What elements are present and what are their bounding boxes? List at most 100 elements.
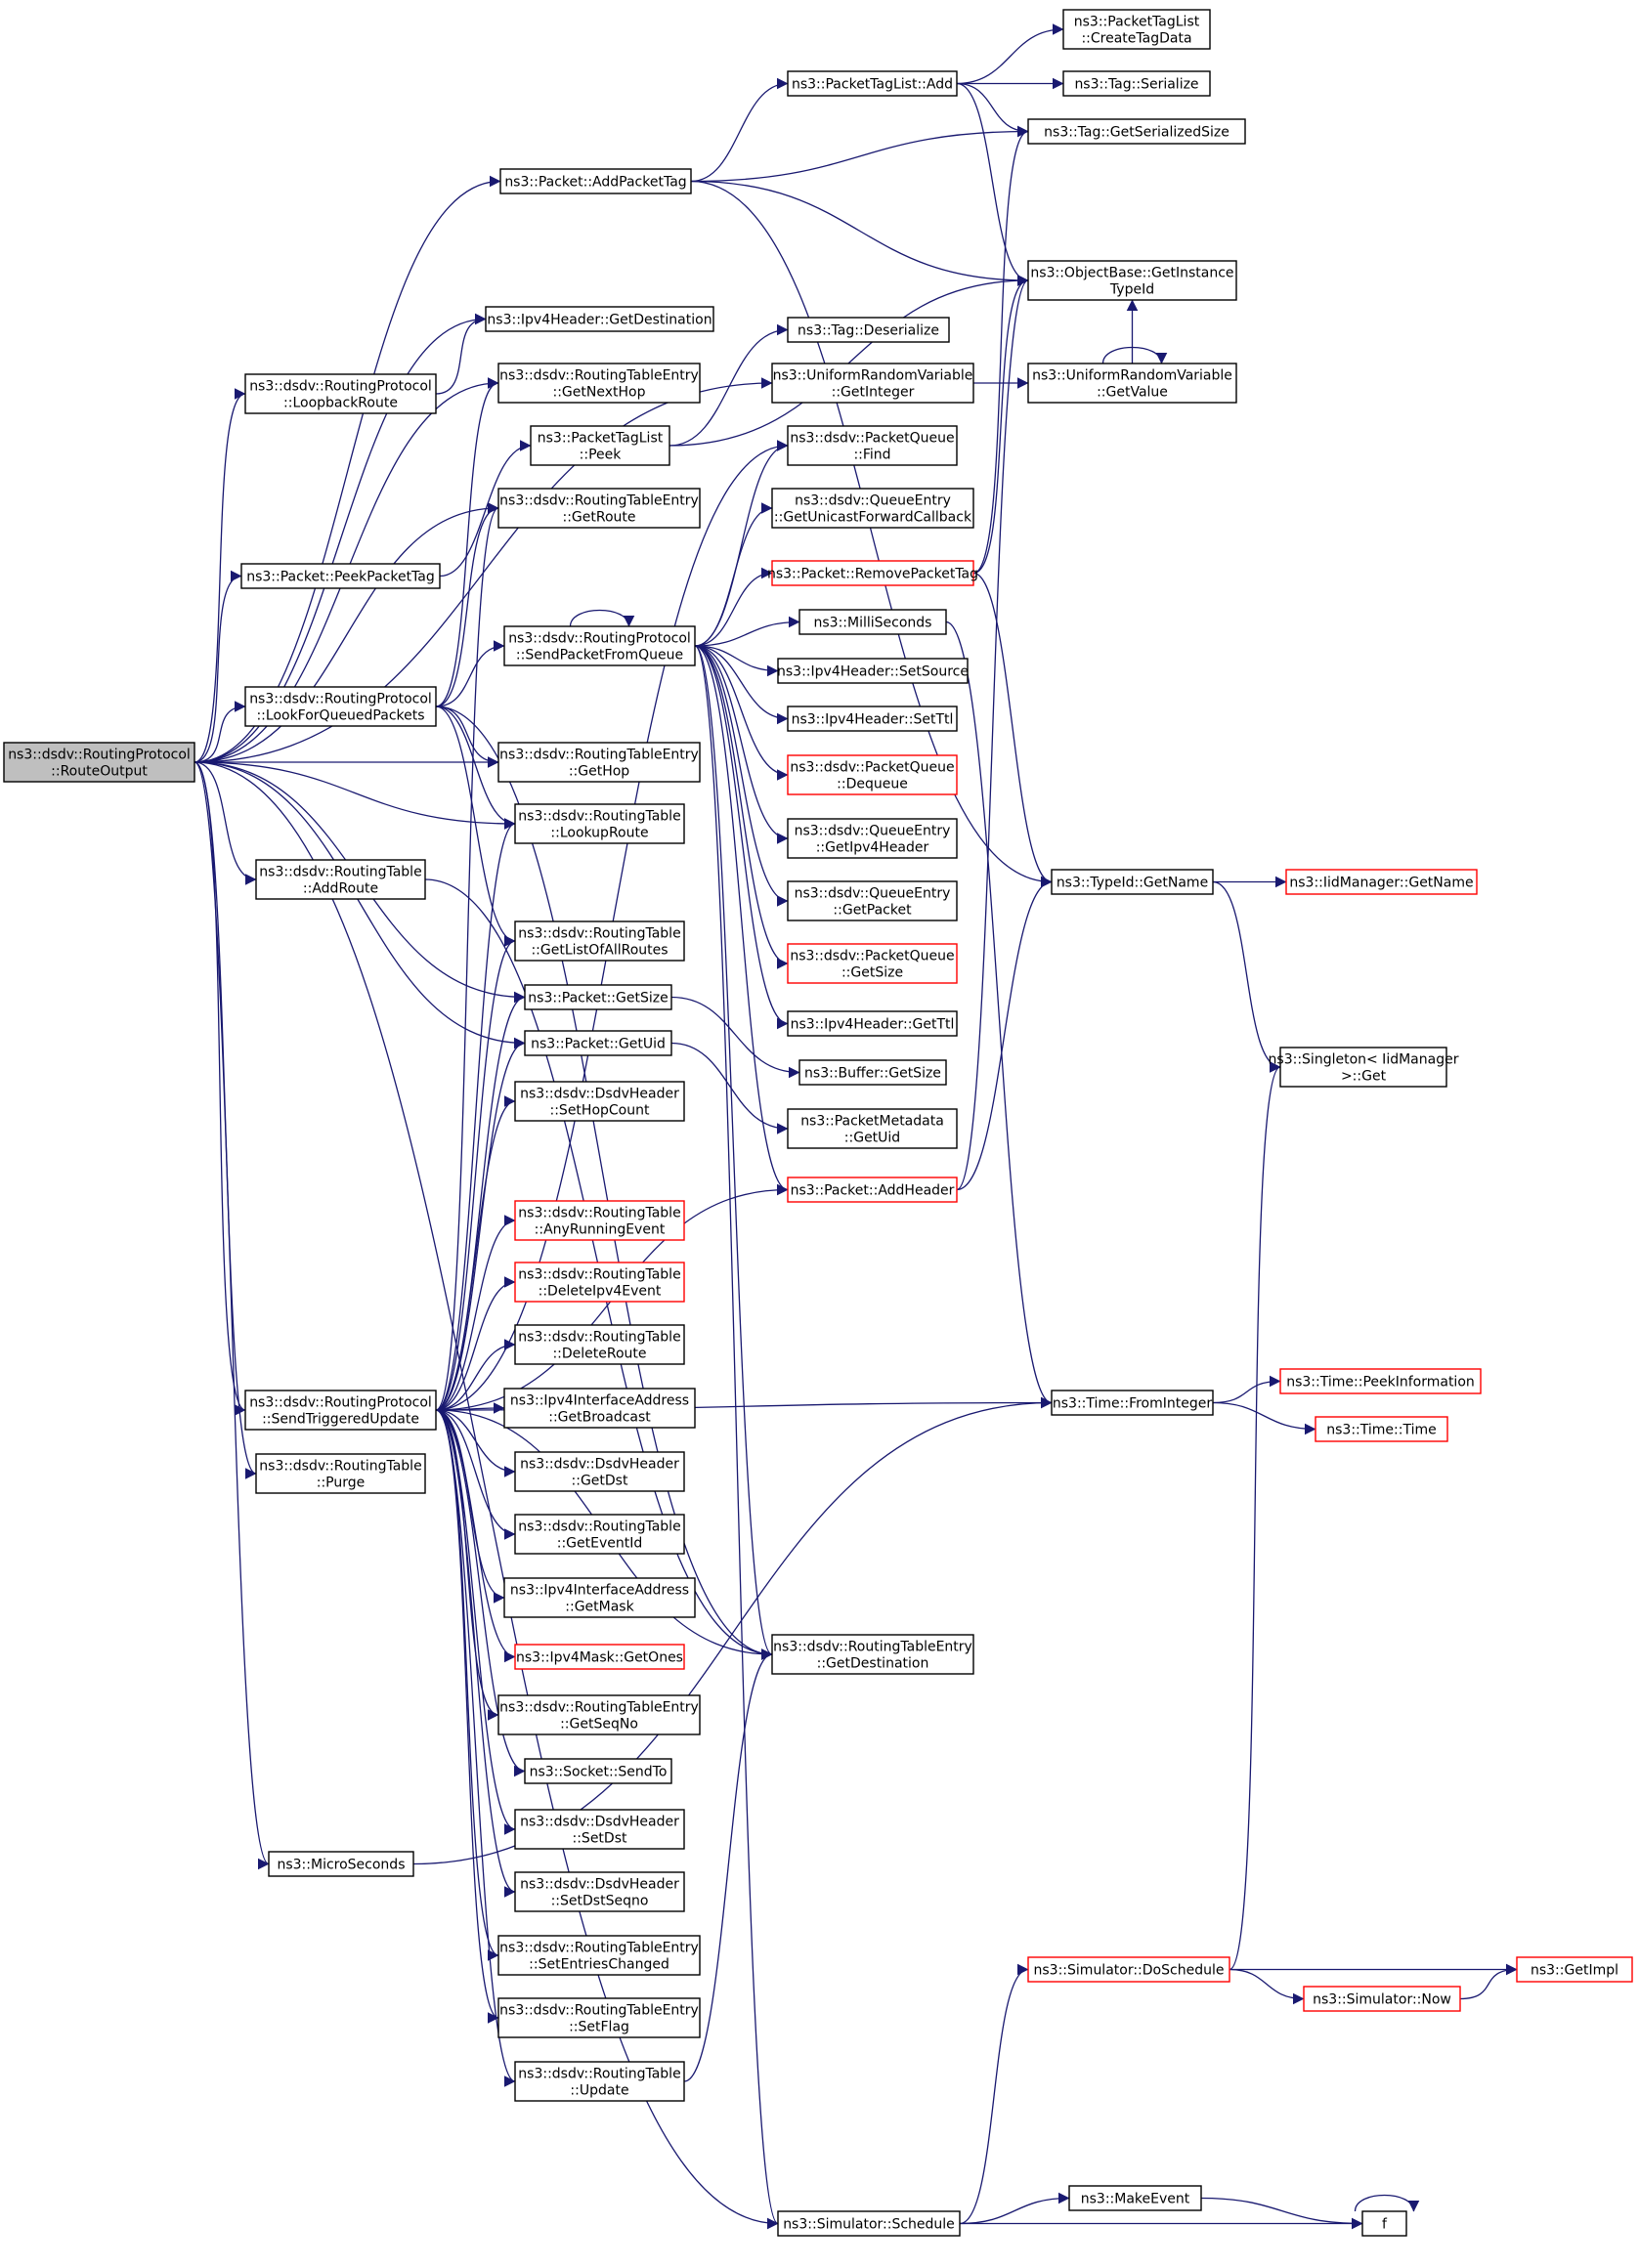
node-get-ipv4-header[interactable]: ns3::dsdv::QueueEntry::GetIpv4Header: [787, 818, 958, 859]
node-label: ns3::Packet::PeekPacketTag: [246, 570, 435, 585]
node-get-ones[interactable]: ns3::Ipv4Mask::GetOnes: [514, 1644, 685, 1670]
node-box: [787, 706, 958, 732]
node-f[interactable]: f: [1361, 2210, 1407, 2237]
edge-f-to-f: [1354, 2194, 1420, 2212]
node-get-destination4[interactable]: ns3::Ipv4Header::GetDestination: [485, 306, 714, 332]
node-singleton-get[interactable]: ns3::Singleton< IidManager >::Get: [1269, 1047, 1459, 1088]
edge-add-packet-tag-to-type-id-get-name: [690, 180, 1053, 888]
node-tag-get-serialized-size[interactable]: ns3::Tag::GetSerializedSize: [1027, 118, 1246, 145]
node-rteget-destination[interactable]: ns3::dsdv::RoutingTableEntry::GetDestina…: [771, 1634, 974, 1675]
node-box: [514, 1809, 685, 1850]
node-add-header[interactable]: ns3::Packet::AddHeader: [787, 1177, 958, 1203]
node-create-tag-data[interactable]: ns3::PacketTagList::CreateTagData: [1062, 9, 1211, 50]
node-dequeue[interactable]: ns3::dsdv::PacketQueue::Dequeue: [787, 754, 958, 795]
node-type-id-get-name[interactable]: ns3::TypeId::GetName: [1051, 869, 1214, 895]
node-set-dst-seqno[interactable]: ns3::dsdv::DsdvHeader::SetDstSeqno: [514, 1871, 685, 1912]
node-get-size[interactable]: ns3::Packet::GetSize: [524, 984, 672, 1010]
node-remove-packet-tag[interactable]: ns3::Packet::RemovePacketTag: [767, 560, 978, 586]
node-schedule[interactable]: ns3::Simulator::Schedule: [777, 2210, 961, 2237]
node-time-time[interactable]: ns3::Time::Time: [1315, 1416, 1448, 1442]
node-from-integer[interactable]: ns3::Time::FromInteger: [1051, 1390, 1214, 1416]
node-micro-seconds[interactable]: ns3::MicroSeconds: [268, 1851, 414, 1877]
node-label: ns3::dsdv::QueueEntry: [795, 493, 951, 509]
edge-send-triggered-to-update: [435, 1409, 516, 2087]
node-peek-information[interactable]: ns3::Time::PeekInformation: [1279, 1368, 1482, 1394]
edge-schedule-to-do-schedule: [959, 1963, 1029, 2225]
node-get-ttl[interactable]: ns3::Ipv4Header::GetTtl: [787, 1010, 958, 1037]
node-update[interactable]: ns3::dsdv::RoutingTable::Update: [514, 2061, 685, 2102]
node-lookup-route[interactable]: ns3::dsdv::RoutingTable::LookupRoute: [514, 803, 685, 844]
node-send-from-queue[interactable]: ns3::dsdv::RoutingProtocol::SendPacketFr…: [503, 625, 696, 666]
node-get-next-hop[interactable]: ns3::dsdv::RoutingTableEntry::GetNextHop: [497, 363, 701, 404]
node-box: [1068, 2185, 1202, 2211]
node-send-triggered[interactable]: ns3::dsdv::RoutingProtocol::SendTriggere…: [244, 1390, 437, 1431]
edge-send-from-queue-to-set-ttl: [694, 645, 789, 725]
node-box: [514, 1514, 685, 1555]
edge-layer: [194, 23, 1518, 2230]
node-urvget-value[interactable]: ns3::UniformRandomVariable::GetValue: [1027, 363, 1237, 404]
node-tag-deserialize[interactable]: ns3::Tag::Deserialize: [787, 317, 950, 343]
node-do-schedule[interactable]: ns3::Simulator::DoSchedule: [1027, 1956, 1230, 1983]
node-any-running[interactable]: ns3::dsdv::RoutingTable::AnyRunningEvent: [514, 1200, 685, 1241]
node-delete-route[interactable]: ns3::dsdv::RoutingTable::DeleteRoute: [514, 1324, 685, 1365]
node-loopback-route[interactable]: ns3::dsdv::RoutingProtocol::LoopbackRout…: [244, 373, 437, 414]
node-pqfind[interactable]: ns3::dsdv::PacketQueue::Find: [787, 425, 958, 466]
node-label: ns3::GetImpl: [1531, 1963, 1618, 1979]
edge-send-triggered-to-set-dst-seqno: [435, 1409, 516, 1898]
node-buf-get-size[interactable]: ns3::Buffer::GetSize: [798, 1059, 947, 1086]
node-get-unicast-fwd[interactable]: ns3::dsdv::QueueEntry::GetUnicastForward…: [771, 488, 974, 529]
node-add-packet-tag[interactable]: ns3::Packet::AddPacketTag: [499, 168, 692, 194]
node-delete-ipv4-event[interactable]: ns3::dsdv::RoutingTable::DeleteIpv4Event: [514, 1262, 685, 1303]
node-rtadd-route[interactable]: ns3::dsdv::RoutingTable::AddRoute: [255, 859, 426, 900]
node-label: ns3::Ipv4InterfaceAddress: [510, 1583, 689, 1599]
node-box: [1361, 2210, 1407, 2237]
node-milli-seconds[interactable]: ns3::MilliSeconds: [798, 609, 947, 635]
node-get-dst[interactable]: ns3::dsdv::DsdvHeader::GetDst: [514, 1451, 685, 1492]
node-get-route[interactable]: ns3::dsdv::RoutingTableEntry::GetRoute: [497, 488, 701, 529]
node-get-uid[interactable]: ns3::Packet::GetUid: [524, 1030, 672, 1056]
node-label: ::GetInteger: [832, 385, 915, 401]
node-set-flag[interactable]: ns3::dsdv::RoutingTableEntry::SetFlag: [497, 1997, 701, 2038]
node-get-broadcast[interactable]: ns3::Ipv4InterfaceAddress::GetBroadcast: [503, 1388, 696, 1429]
node-label: ::DeleteIpv4Event: [539, 1284, 662, 1300]
node-label: ::DeleteRoute: [552, 1347, 646, 1362]
node-look-for-queued[interactable]: ns3::dsdv::RoutingProtocol::LookForQueue…: [244, 686, 437, 727]
node-peek-packet-tag[interactable]: ns3::Packet::PeekPacketTag: [240, 563, 441, 589]
node-label: ns3::dsdv::DsdvHeader: [520, 1457, 679, 1473]
node-pqget-size[interactable]: ns3::dsdv::PacketQueue::GetSize: [787, 943, 958, 984]
node-pmget-uid[interactable]: ns3::PacketMetadata::GetUid: [787, 1108, 958, 1149]
node-get-impl[interactable]: ns3::GetImpl: [1516, 1956, 1633, 1983]
node-sim-now[interactable]: ns3::Simulator::Now: [1303, 1986, 1461, 2012]
node-purge[interactable]: ns3::dsdv::RoutingTable::Purge: [255, 1453, 426, 1494]
node-set-hop-count[interactable]: ns3::dsdv::DsdvHeader::SetHopCount: [514, 1081, 685, 1122]
node-get-event-id[interactable]: ns3::dsdv::RoutingTable::GetEventId: [514, 1514, 685, 1555]
node-get-mask[interactable]: ns3::Ipv4InterfaceAddress::GetMask: [503, 1577, 696, 1618]
node-set-entries-changed[interactable]: ns3::dsdv::RoutingTableEntry::SetEntries…: [497, 1935, 701, 1976]
node-box: [524, 1758, 672, 1784]
node-set-ttl[interactable]: ns3::Ipv4Header::SetTtl: [787, 706, 958, 732]
node-set-dst[interactable]: ns3::dsdv::DsdvHeader::SetDst: [514, 1809, 685, 1850]
node-ptladd[interactable]: ns3::PacketTagList::Add: [787, 70, 958, 97]
node-label: ns3::PacketTagList::Add: [792, 77, 953, 93]
node-box: [503, 1577, 696, 1618]
node-label: ns3::PacketTagList: [1074, 15, 1200, 30]
node-get-list-all[interactable]: ns3::dsdv::RoutingTable::GetListOfAllRou…: [514, 920, 685, 962]
node-label: ns3::PacketTagList: [538, 431, 664, 447]
node-box: [244, 373, 437, 414]
node-label: ns3::TypeId::GetName: [1057, 876, 1208, 891]
node-get-packet[interactable]: ns3::dsdv::QueueEntry::GetPacket: [787, 880, 958, 921]
node-send-to[interactable]: ns3::Socket::SendTo: [524, 1758, 672, 1784]
node-label: ns3::dsdv::RoutingTable: [259, 865, 421, 880]
node-get-seq-no[interactable]: ns3::dsdv::RoutingTableEntry::GetSeqNo: [497, 1694, 701, 1735]
node-get-hop[interactable]: ns3::dsdv::RoutingTableEntry::GetHop: [497, 742, 701, 783]
node-set-source[interactable]: ns3::Ipv4Header::SetSource: [777, 658, 969, 684]
node-get-integer[interactable]: ns3::UniformRandomVariable::GetInteger: [771, 363, 974, 404]
node-box: [787, 818, 958, 859]
node-peek-tl[interactable]: ns3::PacketTagList::Peek: [530, 425, 670, 466]
node-label: ns3::dsdv::PacketQueue: [790, 760, 954, 776]
edge-route-output-to-get-route: [194, 502, 499, 763]
node-make-event[interactable]: ns3::MakeEvent: [1068, 2185, 1202, 2211]
node-iid-get-name[interactable]: ns3::IidManager::GetName: [1285, 869, 1478, 895]
node-tag-serialize[interactable]: ns3::Tag::Serialize: [1062, 70, 1211, 97]
